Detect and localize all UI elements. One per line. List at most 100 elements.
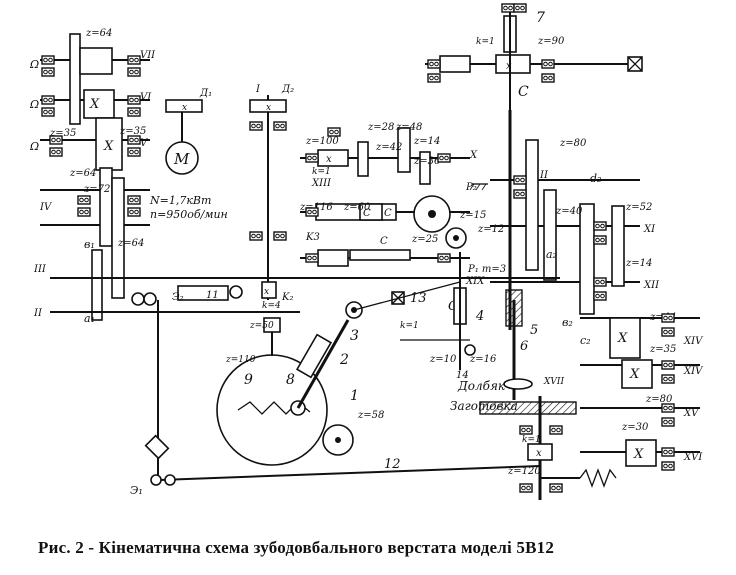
svg-text:z=110: z=110 [225,355,256,365]
svg-text:X: X [617,331,628,346]
svg-text:XVI: XVI [683,452,703,463]
svg-text:k=1: k=1 [400,321,419,331]
svg-text:x: x [182,103,187,113]
svg-text:Ω: Ω [29,98,39,111]
svg-text:z=15: z=15 [459,210,486,221]
spring-icon [579,468,617,488]
svg-text:x: x [266,103,271,113]
svg-text:x: x [264,287,269,297]
svg-text:12: 12 [384,457,401,472]
svg-text:Ω: Ω [29,58,39,71]
svg-text:II: II [33,308,43,319]
svg-text:z=10: z=10 [429,354,457,365]
svg-text:z=30: z=30 [621,422,649,433]
svg-text:P₂: P₂ [465,182,477,193]
svg-text:Э₁: Э₁ [130,484,143,497]
svg-text:в₁: в₁ [84,238,95,251]
svg-text:Д₂: Д₂ [281,84,294,95]
svg-text:14: 14 [456,370,469,381]
svg-text:n=950об/мин: n=950об/мин [150,208,228,221]
svg-text:Долбяк: Долбяк [457,379,506,393]
svg-text:x: x [326,154,332,165]
svg-text:M: M [173,150,190,168]
svg-text:5: 5 [530,323,538,338]
svg-text:z=80: z=80 [645,394,673,405]
svg-text:XIX: XIX [465,276,485,287]
svg-text:z=42: z=42 [375,142,402,153]
svg-text:3: 3 [350,328,359,344]
svg-text:C: C [384,208,392,219]
svg-text:VI: VI [140,92,152,103]
svg-text:2: 2 [339,352,349,368]
svg-text:9: 9 [244,372,253,388]
figure-caption: Рис. 2 - Кінематична схема зубодовбально… [38,538,555,557]
svg-text:6: 6 [520,339,528,354]
work-mechanism: z=50 z=110 9 8 3 2 1 z=58 12 Э₁ [130,281,541,497]
svg-text:Э₂: Э₂ [172,292,184,303]
svg-text:VII: VII [140,50,156,61]
svg-text:XIII: XIII [311,178,332,189]
motor-drive: M x x Д₁ Д₂ I N=1,7кВт n=950об/мин [149,84,294,300]
svg-text:z=14: z=14 [625,258,652,269]
svg-text:z=16: z=16 [469,354,497,365]
svg-text:a₂: a₂ [546,248,557,261]
svg-text:k=1: k=1 [476,37,495,47]
svg-text:z=40: z=40 [555,206,583,217]
svg-text:N=1,7кВт: N=1,7кВт [149,194,211,207]
svg-text:1: 1 [350,388,359,404]
svg-text:I: I [255,84,261,95]
svg-text:x: x [536,448,542,459]
svg-text:в₂: в₂ [562,316,573,329]
svg-text:X: X [469,150,478,161]
cutter-workpiece: Долбяк Заготовка x XVII k=1 z=120 z=10 z… [400,289,617,500]
svg-text:XIV: XIV [683,336,704,347]
svg-text:IV: IV [39,202,53,213]
svg-text:k=1: k=1 [312,167,331,177]
svg-text:XIV: XIV [683,366,704,377]
svg-text:C: C [363,208,371,219]
svg-text:8: 8 [286,372,295,388]
svg-text:XII: XII [643,280,660,291]
svg-text:XV: XV [683,408,700,419]
left-gearbox: X X z=64 VII VI z=35 z=35 V z=64 z=72 z=… [33,28,156,325]
svg-text:II: II [539,170,549,181]
svg-text:z=64: z=64 [117,238,144,249]
svg-text:z=100: z=100 [305,136,339,147]
svg-text:z=60: z=60 [343,202,371,213]
top-feed: x 7 k=1 z=90 [425,3,643,110]
svg-text:z=14: z=14 [413,136,440,147]
svg-text:z=35: z=35 [49,128,76,139]
svg-text:z=80: z=80 [559,138,587,149]
right-gearbox: X X X z=80 II d₂ z=40 z=52 XI z=14 XII a… [490,138,704,471]
svg-text:Ω: Ω [29,140,39,153]
svg-text:z=35: z=35 [119,126,146,137]
svg-text:z=64: z=64 [85,28,112,39]
svg-text:z=50: z=50 [249,321,274,331]
svg-text:d₂: d₂ [590,172,601,185]
svg-text:z=52: z=52 [625,202,652,213]
svg-text:4: 4 [475,309,484,324]
svg-text:z=90: z=90 [537,36,565,47]
svg-text:z=58: z=58 [357,410,384,421]
svg-text:C: C [448,299,458,314]
svg-text:z=25: z=25 [411,234,438,245]
svg-text:c₂: c₂ [580,334,591,347]
svg-text:а₁: а₁ [84,312,95,325]
svg-text:K₂: K₂ [281,292,293,303]
svg-text:z=120: z=120 [507,466,541,477]
svg-text:z=64: z=64 [69,168,96,179]
svg-text:C: C [518,84,529,100]
svg-text:C: C [380,236,388,247]
svg-text:z=36: z=36 [413,156,441,167]
svg-text:k=4: k=4 [262,301,281,311]
svg-text:X: X [89,97,100,112]
svg-text:III: III [33,264,47,275]
central-gearbox: x C C C z=100 z=28 z=48 z=42 z=14 z=36 X… [299,122,506,287]
svg-text:z=48: z=48 [395,122,422,133]
svg-text:z=35: z=35 [649,344,676,355]
svg-text:Д₁: Д₁ [199,88,212,99]
svg-text:11: 11 [206,290,219,301]
svg-text:z=28: z=28 [367,122,394,133]
svg-text:X: X [633,447,644,462]
